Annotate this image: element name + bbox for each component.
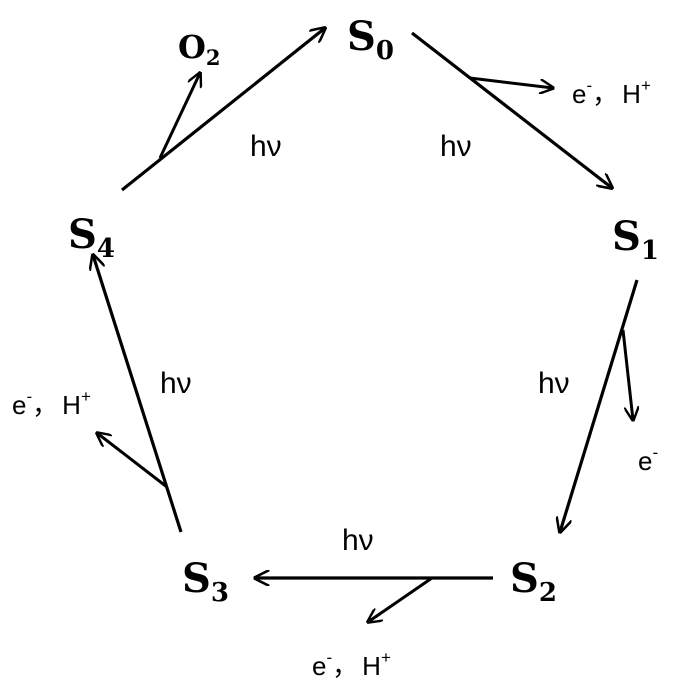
state-s3: S3 [182, 555, 229, 608]
product-s0-s1-electron-sup: - [586, 76, 592, 95]
state-s0-base: S [347, 13, 376, 60]
arrow-s0-s1 [411, 31, 612, 188]
state-s3-sub: 3 [211, 578, 229, 608]
oxygen-sub: 2 [206, 45, 221, 70]
state-s2-sub: 2 [539, 578, 557, 608]
branch-s2-s3-arrow [368, 576, 433, 622]
oxygen-base: O [178, 28, 206, 66]
state-s1-sub: 1 [641, 236, 659, 266]
product-s1-s2: e- [638, 443, 658, 476]
arrow-s4-s0 [121, 28, 325, 192]
state-s0: S0 [347, 13, 394, 66]
product-s1-s2-electron-sup: - [652, 443, 658, 462]
product-s2-s3-separator: ， [332, 651, 358, 681]
product-s0-s1-separator: ， [592, 79, 618, 109]
product-s3-s4-separator: ， [32, 390, 58, 420]
state-s4-sub: 4 [97, 234, 115, 264]
product-s3-s4-proton: H [62, 390, 81, 420]
branch-s0-s1-arrow [469, 76, 553, 88]
state-s2-base: S [510, 555, 539, 602]
light-label-s1-s2: hν [538, 367, 570, 400]
light-label-s4-s0: hν [250, 130, 282, 163]
light-label-s3-s4: hν [160, 367, 192, 400]
state-s4-base: S [68, 211, 97, 258]
state-s4: S4 [68, 211, 115, 264]
product-s0-s1-proton-sup: + [641, 76, 651, 95]
product-s0-s1-proton: H [622, 79, 641, 109]
product-s2-s3: e-，H+ [312, 648, 391, 681]
product-s2-s3-electron: e [312, 651, 326, 681]
product-s3-s4-electron: e [12, 390, 26, 420]
product-s0-s1-electron: e [572, 79, 586, 109]
product-s3-s4-proton-sup: + [81, 387, 91, 406]
state-s2: S2 [510, 555, 557, 608]
arrow-s1-s2 [560, 279, 639, 532]
product-s3-s4-electron-sup: - [26, 387, 32, 406]
product-s2-s3-proton-sup: + [381, 648, 391, 667]
light-label-s0-s1: hν [440, 130, 472, 163]
branch-s1-s2-arrow [621, 329, 633, 420]
product-s0-s1: e-，H+ [572, 76, 651, 109]
light-label-s2-s3: hν [342, 524, 374, 557]
state-s3-base: S [182, 555, 211, 602]
product-s2-s3-proton: H [362, 651, 381, 681]
product-s2-s3-electron-sup: - [326, 648, 332, 667]
branch-o2-arrow [158, 73, 200, 159]
branch-s3-s4-arrow [97, 433, 168, 489]
state-s1-base: S [612, 213, 641, 260]
product-s1-s2-electron: e [638, 446, 652, 476]
oxygen-label: O2 [178, 28, 221, 70]
state-s1: S1 [612, 213, 659, 266]
product-s3-s4: e-，H+ [12, 387, 91, 420]
state-s0-sub: 0 [376, 36, 394, 66]
